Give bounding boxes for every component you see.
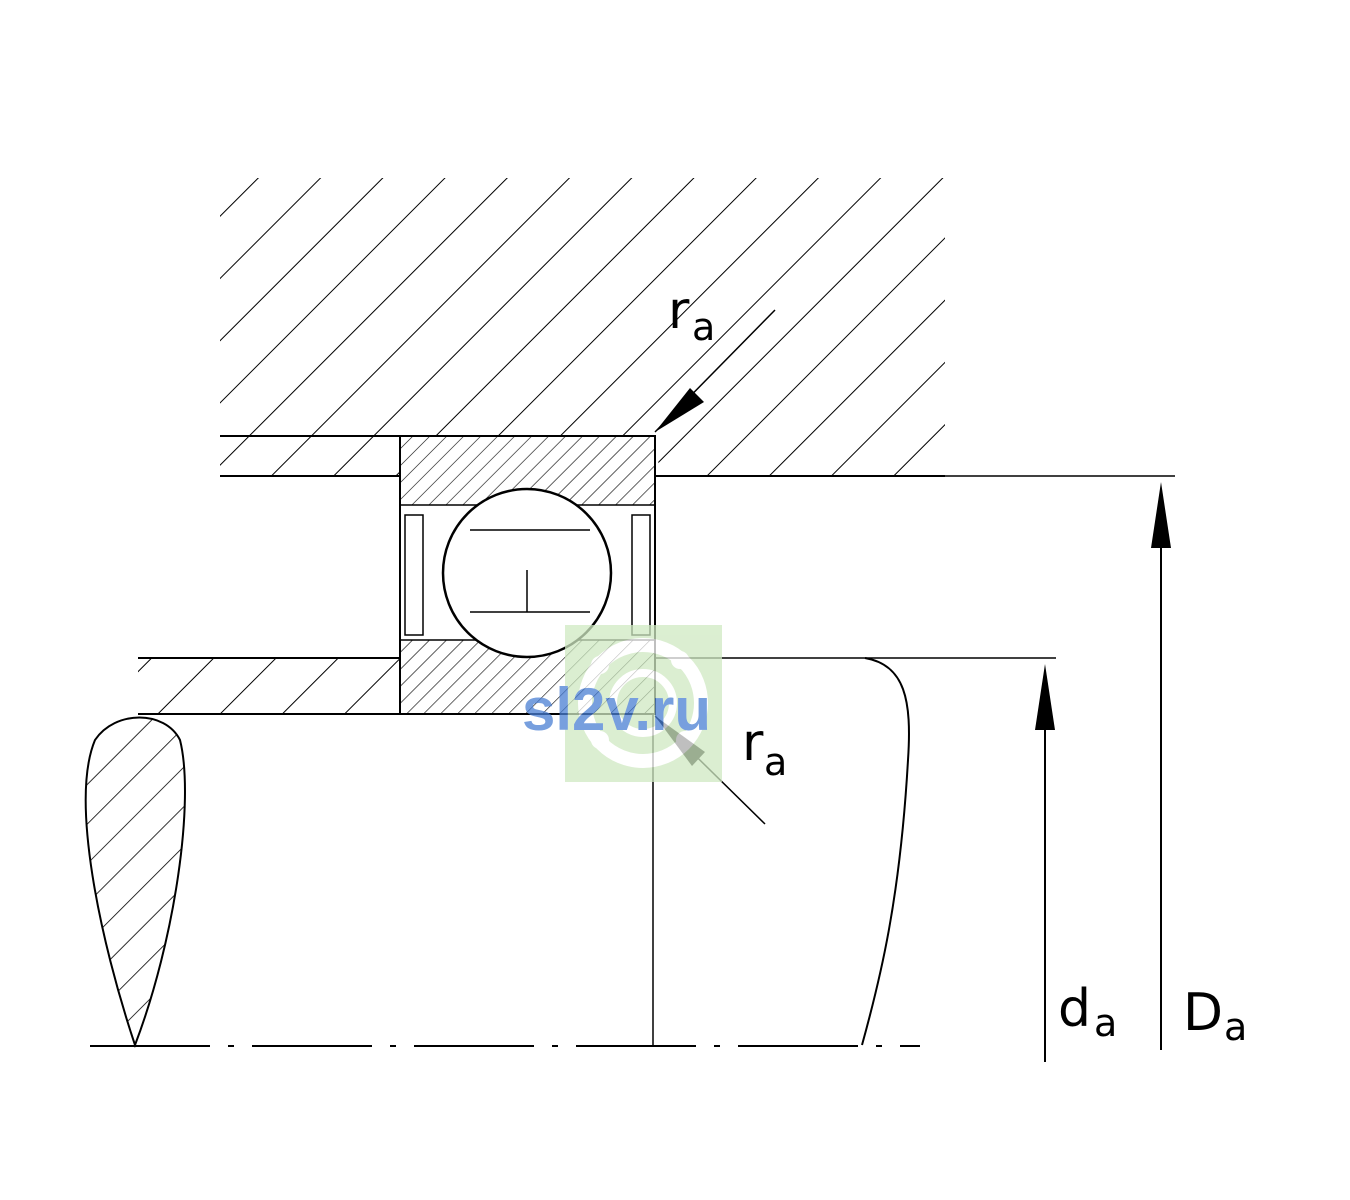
- ra-top-leader: [654, 309, 776, 433]
- ra-bottom-label-sub: a: [764, 740, 787, 784]
- Da-label-sub: a: [1224, 1005, 1247, 1049]
- da-dimension: [1035, 664, 1055, 1062]
- ra-top-label-sub: a: [692, 305, 715, 349]
- bearing: [399, 435, 656, 715]
- da-label-main: d: [1058, 979, 1091, 1039]
- watermark: sl2v.ru: [522, 625, 722, 782]
- Da-label-main: D: [1183, 983, 1223, 1043]
- watermark-text: sl2v.ru: [522, 676, 711, 743]
- shaft-section: [84, 716, 186, 1048]
- shaft-outline: [861, 657, 910, 1046]
- ra-top-label-main: r: [668, 281, 690, 341]
- Da-dimension: [1151, 482, 1171, 1050]
- ra-bottom-label-main: r: [742, 713, 764, 773]
- housing: [220, 178, 945, 477]
- da-label-sub: a: [1094, 1001, 1117, 1045]
